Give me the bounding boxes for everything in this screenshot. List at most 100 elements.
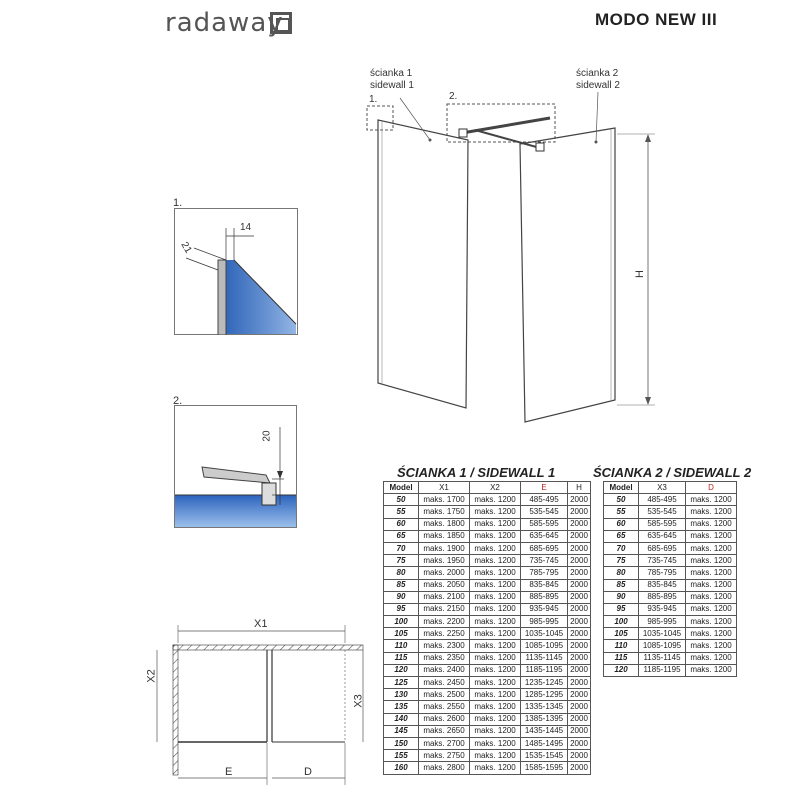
table-cell: maks. 2550 bbox=[418, 700, 470, 714]
table-cell: 1235-1245 bbox=[520, 675, 568, 690]
sidewall2-label-en: sidewall 2 bbox=[576, 80, 620, 91]
model-cell: 75 bbox=[603, 554, 639, 568]
table2-header: D bbox=[685, 480, 737, 495]
table-cell: 535-545 bbox=[520, 505, 568, 519]
table-cell: 2000 bbox=[567, 749, 591, 763]
brand-logo-text: radaway bbox=[165, 8, 284, 38]
detail2-marker-label: 2. bbox=[449, 91, 458, 102]
table-cell: maks. 2800 bbox=[418, 761, 470, 775]
plan-e-label: E bbox=[225, 766, 233, 778]
table-cell: 1435-1445 bbox=[520, 724, 568, 738]
table-cell: maks. 2500 bbox=[418, 688, 470, 702]
table-cell: 2000 bbox=[567, 688, 591, 702]
table-cell: maks. 1200 bbox=[685, 602, 737, 617]
table-cell: maks. 2150 bbox=[418, 602, 470, 617]
model-cell: 60 bbox=[603, 517, 639, 531]
table-cell: 2000 bbox=[567, 700, 591, 714]
sidewall1-label-en: sidewall 1 bbox=[370, 80, 414, 91]
table-cell: 935-945 bbox=[520, 602, 568, 617]
table-cell: 685-695 bbox=[520, 541, 568, 556]
table-cell: 2000 bbox=[567, 736, 591, 751]
table-cell: maks. 1200 bbox=[469, 505, 521, 519]
model-cell: 70 bbox=[383, 541, 419, 556]
table-cell: 2000 bbox=[567, 590, 591, 604]
detail1-drawing bbox=[174, 208, 298, 335]
table-cell: maks. 1200 bbox=[469, 602, 521, 617]
table-cell: maks. 1900 bbox=[418, 541, 470, 556]
table-cell: maks. 1200 bbox=[469, 517, 521, 531]
table-cell: 2000 bbox=[567, 541, 591, 556]
table-cell: 1535-1545 bbox=[520, 749, 568, 763]
model-cell: 120 bbox=[383, 663, 419, 678]
table-cell: 735-745 bbox=[520, 554, 568, 568]
table-cell: 485-495 bbox=[638, 493, 686, 507]
table-cell: 1085-1095 bbox=[520, 639, 568, 653]
table-cell: 2000 bbox=[567, 578, 591, 592]
detail2-title: 2. bbox=[173, 395, 183, 407]
brand-logo-icon bbox=[270, 12, 292, 34]
table-cell: 1085-1095 bbox=[638, 639, 686, 653]
model-cell: 115 bbox=[383, 651, 419, 665]
table-cell: maks. 1200 bbox=[469, 554, 521, 568]
table-cell: maks. 1200 bbox=[469, 724, 521, 738]
plan-d-label: D bbox=[304, 766, 312, 778]
table-cell: 685-695 bbox=[638, 541, 686, 556]
table1-title: ŚCIANKA 1 / SIDEWALL 1 bbox=[397, 465, 556, 480]
plan-x3-label: X3 bbox=[352, 694, 365, 708]
table-cell: maks. 2050 bbox=[418, 578, 470, 592]
table-cell: maks. 1200 bbox=[469, 712, 521, 726]
table-cell: 1485-1495 bbox=[520, 736, 568, 751]
table1-header-row: Model X1 X2 E H bbox=[383, 480, 591, 495]
table-cell: 1135-1145 bbox=[520, 651, 568, 665]
table-cell: maks. 1800 bbox=[418, 517, 470, 531]
table-cell: 785-795 bbox=[520, 566, 568, 580]
model-cell: 125 bbox=[383, 675, 419, 690]
table-cell: maks. 1950 bbox=[418, 554, 470, 568]
table-cell: 2000 bbox=[567, 712, 591, 726]
table-cell: maks. 1200 bbox=[685, 651, 737, 665]
table-cell: maks. 1200 bbox=[469, 627, 521, 641]
table-cell: 2000 bbox=[567, 663, 591, 678]
model-cell: 95 bbox=[383, 602, 419, 617]
table-cell: maks. 1200 bbox=[469, 688, 521, 702]
table-cell: 2000 bbox=[567, 566, 591, 580]
model-cell: 100 bbox=[383, 615, 419, 629]
table-cell: maks. 2400 bbox=[418, 663, 470, 678]
table-cell: maks. 2650 bbox=[418, 724, 470, 738]
model-cell: 105 bbox=[603, 627, 639, 641]
table-cell: maks. 1200 bbox=[469, 566, 521, 580]
plan-x1-label: X1 bbox=[254, 618, 268, 630]
table-cell: 885-895 bbox=[638, 590, 686, 604]
model-cell: 140 bbox=[383, 712, 419, 726]
table-cell: maks. 1200 bbox=[469, 761, 521, 775]
table-cell: maks. 1200 bbox=[469, 736, 521, 751]
model-cell: 70 bbox=[603, 541, 639, 556]
model-cell: 50 bbox=[383, 493, 419, 507]
detail2-marker-box bbox=[446, 103, 556, 143]
model-cell: 90 bbox=[603, 590, 639, 604]
table2-header: Model bbox=[603, 480, 639, 495]
table-cell: 585-595 bbox=[638, 517, 686, 531]
table-cell: 2000 bbox=[567, 651, 591, 665]
table-cell: maks. 1200 bbox=[469, 749, 521, 763]
table-cell: maks. 1200 bbox=[685, 627, 737, 641]
detail1-title: 1. bbox=[173, 197, 183, 209]
model-cell: 80 bbox=[603, 566, 639, 580]
table-cell: 2000 bbox=[567, 554, 591, 568]
table-cell: maks. 1200 bbox=[685, 554, 737, 568]
detail2-drawing bbox=[174, 405, 297, 528]
